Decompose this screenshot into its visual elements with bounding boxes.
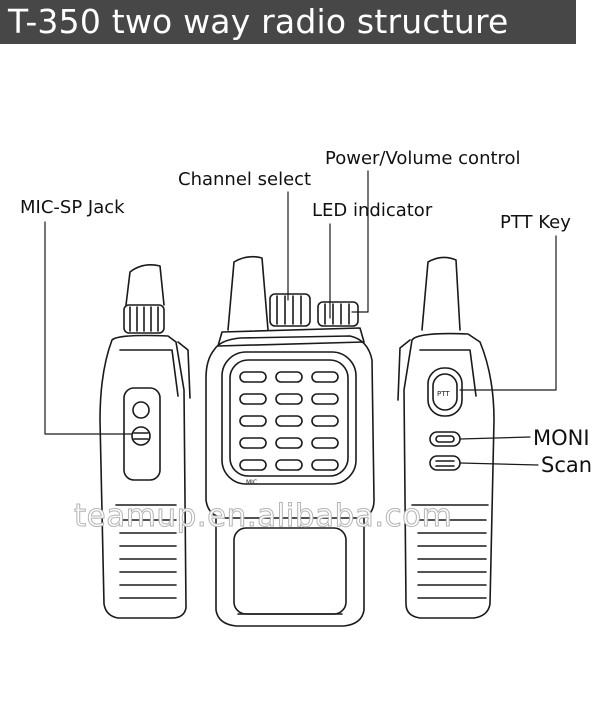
label-moni: MONI xyxy=(533,426,590,450)
leader-ptt-key xyxy=(459,235,557,391)
ptt-text: PTT xyxy=(437,390,450,398)
watermark: teamup.en.alibaba.com xyxy=(73,498,453,535)
leader-scan xyxy=(459,462,539,466)
label-power-volume: Power/Volume control xyxy=(325,148,521,169)
label-channel-select: Channel select xyxy=(178,169,312,190)
page-title: T-350 two way radio structure xyxy=(0,0,576,44)
leader-mic-sp-jack xyxy=(44,221,133,435)
leader-lines xyxy=(44,170,557,466)
mic-text: MIC xyxy=(246,479,257,486)
label-scan: Scan xyxy=(541,453,593,477)
radio-right-side-view: PTT xyxy=(397,256,495,619)
label-ptt-key: PTT Key xyxy=(500,212,571,233)
radio-left-side-view xyxy=(99,264,191,619)
label-led-indicator: LED indicator xyxy=(312,200,433,221)
label-mic-sp-jack: MIC-SP Jack xyxy=(20,197,125,218)
radio-front-view: MIC xyxy=(205,255,375,627)
leader-power-volume xyxy=(351,170,369,313)
leader-moni xyxy=(459,436,531,440)
